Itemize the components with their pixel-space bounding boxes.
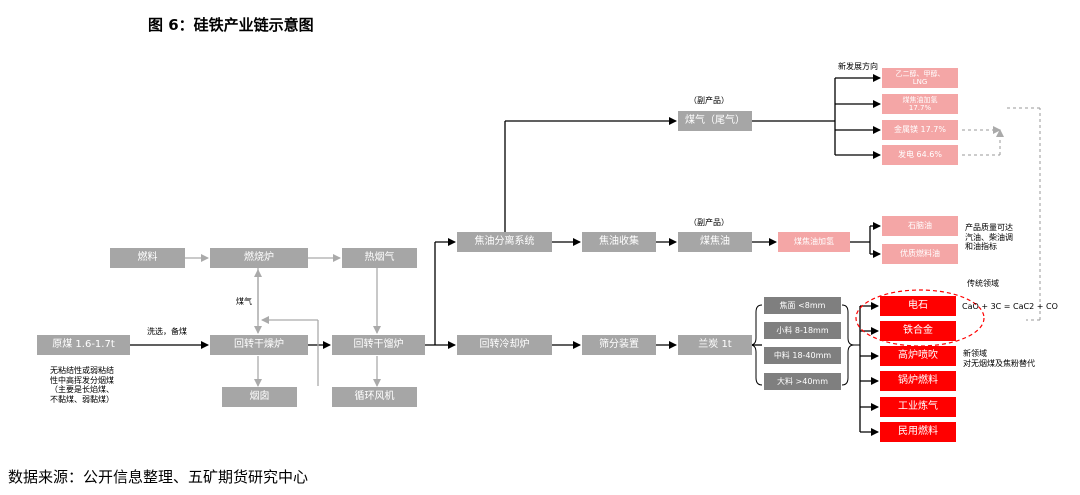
tar-hydro-share-node: 煤焦油加氢 17.7% xyxy=(882,94,958,114)
data-source: 数据来源：公开信息整理、五矿期货研究中心 xyxy=(8,468,309,486)
naphtha-node: 石脑油 xyxy=(882,216,958,236)
size-small-node: 小料 8-18mm xyxy=(764,322,841,339)
new-direction-label: 新发展方向 xyxy=(838,62,878,71)
ethylene-node: 乙二醇、甲醇、 LNG xyxy=(882,68,958,88)
cooler-node: 回转冷却炉 xyxy=(457,335,552,355)
byproduct-label-tar: （副产品） xyxy=(689,218,729,227)
coal-tar-node: 煤焦油 xyxy=(678,232,752,252)
retort-node: 回转干馏炉 xyxy=(332,335,425,355)
hot-gas-node: 热烟气 xyxy=(342,248,417,268)
fan-node: 循环风机 xyxy=(332,387,417,407)
coal-description: 无粘结性或弱粘结 性中高挥发分烟煤 （主要是长焰煤、 不黏煤、弱黏煤） xyxy=(50,366,114,404)
figure-title: 图 6：硅铁产业链示意图 xyxy=(148,16,314,34)
flue-label: 煤气 xyxy=(236,297,252,306)
semicoke-node: 兰炭 1t xyxy=(678,335,752,355)
coal-gas-node: 煤气（尾气） xyxy=(678,111,752,131)
furnace-node: 燃烧炉 xyxy=(210,248,308,268)
size-medium-node: 中料 18-40mm xyxy=(764,347,841,364)
industrial-gas-node: 工业炼气 xyxy=(880,397,956,417)
fuel-node: 燃料 xyxy=(110,248,185,268)
tar-collect-node: 焦油收集 xyxy=(582,232,656,252)
raw-coal-node: 原煤 1.6-1.7t xyxy=(37,335,130,355)
size-large-node: 大料 >40mm xyxy=(764,373,841,390)
size-fine-node: 焦面 <8mm xyxy=(764,297,841,314)
power-node: 发电 64.6% xyxy=(882,145,958,165)
magnesium-node: 金属镁 17.7% xyxy=(882,120,958,140)
ferroalloy-node: 铁合金 xyxy=(880,321,956,341)
wash-label: 洗选，备煤 xyxy=(147,327,187,336)
new-field-label: 新领域 对无烟煤及焦粉替代 xyxy=(963,349,1035,368)
civil-fuel-node: 民用燃料 xyxy=(880,422,956,442)
fuel-oil-node: 优质燃料油 xyxy=(882,244,958,264)
screen-node: 筛分装置 xyxy=(582,335,656,355)
boiler-fuel-node: 锅炉燃料 xyxy=(880,371,956,391)
quality-note: 产品质量可达 汽油、柴油调 和油指标 xyxy=(965,223,1013,252)
chimney-node: 烟囱 xyxy=(222,387,297,407)
byproduct-label-gas: （副产品） xyxy=(689,96,729,105)
blast-injection-node: 高炉喷吹 xyxy=(880,346,956,366)
traditional-label: 传统领域 xyxy=(967,279,999,288)
reaction-equation: CaO + 3C = CaC2 + CO xyxy=(962,302,1058,311)
tar-separation-node: 焦油分离系统 xyxy=(457,232,552,252)
calcium-carbide-node: 电石 xyxy=(880,296,956,316)
dryer-node: 回转干燥炉 xyxy=(210,335,308,355)
tar-hydro-node: 煤焦油加氢 xyxy=(778,232,850,252)
